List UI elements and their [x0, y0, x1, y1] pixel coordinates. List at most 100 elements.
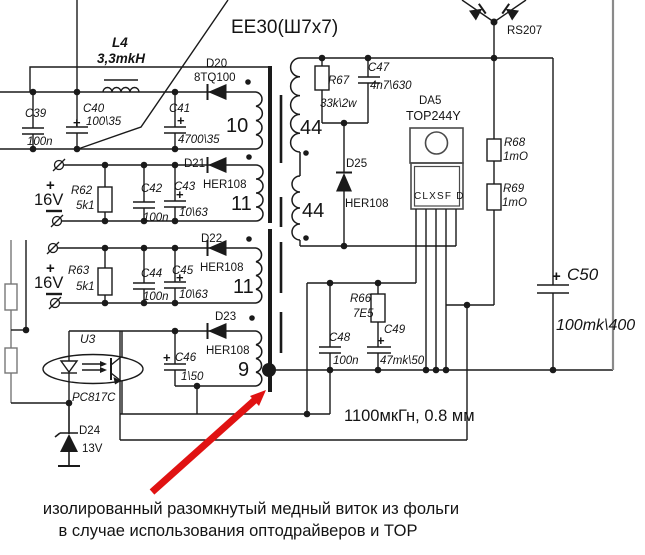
- winding-44b-coil: [291, 175, 301, 241]
- c48-value: 100n: [333, 355, 359, 367]
- rs207-ref: RS207: [507, 25, 542, 37]
- d21-value: HER108: [203, 179, 246, 191]
- out16b-plus: +: [46, 260, 55, 277]
- c44-value: 100n: [143, 291, 169, 303]
- c50-ref: C50: [567, 265, 599, 284]
- c45-value: 10\63: [179, 289, 208, 301]
- c49-plus: +: [377, 333, 385, 348]
- r62-ref: R62: [71, 185, 93, 197]
- c50-value: 100mk\400: [556, 317, 635, 334]
- c42-ref: C42: [141, 183, 163, 195]
- c43-value: 10\63: [179, 207, 208, 219]
- r69-ref: R69: [503, 183, 525, 195]
- inductance-note: 1100мкГн, 0.8 мм: [344, 407, 475, 425]
- c46-ref: C46: [175, 352, 197, 364]
- bridge-rs207: [461, 0, 527, 23]
- r68-ref: R68: [504, 137, 526, 149]
- c45-ref: C45: [172, 265, 194, 277]
- diode-d21: [206, 156, 228, 174]
- u3-value: PC817C: [72, 392, 116, 404]
- r66-value: 7E5: [353, 308, 374, 320]
- d25-value: HER108: [345, 198, 388, 210]
- l4-value: 3,3mkH: [97, 51, 145, 66]
- out16a-plus: +: [46, 177, 55, 194]
- caption-line-2: в случае использования оптодрайверов и T…: [59, 522, 418, 540]
- top-pin-letters: CLXSF D: [414, 191, 465, 202]
- r62-value: 5k1: [76, 200, 95, 212]
- caption-line-1: изолированный разомкнутый медный виток и…: [43, 500, 459, 518]
- labels-layer: EE30(Ш7x7)L43,3mkHC39100nC40+100\35C41+4…: [25, 17, 635, 540]
- terminal-icon: [46, 241, 60, 255]
- winding-11a: 11: [231, 193, 252, 215]
- junction-dots: [22, 18, 557, 418]
- da5-ref: DA5: [419, 95, 441, 107]
- d22-ref: D22: [201, 233, 222, 245]
- terminal-icon: [50, 214, 64, 228]
- winding-44a-coil: [289, 57, 301, 153]
- terminal-icon: [48, 296, 62, 310]
- winding-11b-coil: [255, 247, 263, 304]
- r68-value: 1mO: [503, 151, 528, 163]
- c49-value: 47mk\50: [380, 355, 425, 367]
- optocoupler-u3: [42, 331, 144, 414]
- transformer-title: EE30(Ш7x7): [231, 17, 338, 38]
- bridge-diode-icon: [501, 3, 519, 21]
- phase-dots: [245, 79, 309, 321]
- c40-value: 100\35: [86, 116, 122, 128]
- winding-11b: 11: [233, 276, 254, 298]
- transformer-ee30: [255, 57, 301, 392]
- c44-ref: C44: [141, 268, 162, 280]
- l4-ref: L4: [112, 35, 128, 50]
- winding-10-coil: [255, 91, 264, 150]
- out16a-label: 16V: [34, 191, 63, 209]
- c43-ref: C43: [174, 181, 196, 193]
- c43-plus: +: [176, 187, 184, 202]
- out16b-label: 16V: [34, 274, 63, 292]
- top244y-package: [409, 127, 464, 370]
- d21-ref: D21: [184, 158, 205, 170]
- opto-arrow-icon: [82, 361, 107, 373]
- c49-ref: C49: [384, 324, 406, 336]
- diode-d25: [335, 171, 353, 193]
- r63-value: 5k1: [76, 281, 95, 293]
- winding-11a-coil: [255, 164, 264, 222]
- winding-44b: 44: [302, 200, 324, 222]
- c39-value: 100n: [27, 136, 53, 148]
- r69-value: 1mO: [502, 197, 527, 209]
- c47-value: 4n7\630: [370, 80, 412, 92]
- c39-ref: C39: [25, 108, 47, 120]
- r67-ref: R67: [328, 75, 350, 87]
- c41-ref: C41: [169, 103, 190, 115]
- zener-d24: [54, 403, 80, 467]
- c41-value: 4700\35: [178, 134, 220, 146]
- mounting-hole-icon: [424, 131, 449, 155]
- r63-ref: R63: [68, 265, 90, 277]
- r67-value: 33k\2w: [320, 98, 357, 110]
- c46-plus: +: [163, 350, 171, 365]
- winding-9-coil: [255, 330, 263, 387]
- winding-44a: 44: [300, 117, 322, 139]
- c42-value: 100n: [143, 212, 169, 224]
- top244y-pins: [415, 209, 457, 370]
- d25-ref: D25: [346, 158, 367, 170]
- c48-ref: C48: [329, 332, 351, 344]
- c40-ref: C40: [83, 103, 105, 115]
- c50-plus: +: [552, 268, 561, 285]
- foil-turn-connection-dot: [262, 363, 276, 377]
- terminal-icon: [52, 158, 66, 172]
- d20-value: 8TQ100: [194, 72, 236, 84]
- da5-value: TOP244Y: [406, 109, 461, 123]
- r66-ref: R66: [350, 293, 372, 305]
- c40-plus: +: [73, 115, 81, 130]
- d24-ref: D24: [79, 425, 101, 437]
- c46-value: 1\50: [181, 371, 204, 383]
- diode-d23: [206, 322, 228, 340]
- diode-d20: [206, 83, 228, 101]
- u3-ref: U3: [80, 332, 96, 346]
- d20-ref: D20: [206, 58, 227, 70]
- bridge-diode-icon: [469, 3, 487, 21]
- d23-ref: D23: [215, 311, 236, 323]
- wires-secondary: [0, 0, 468, 441]
